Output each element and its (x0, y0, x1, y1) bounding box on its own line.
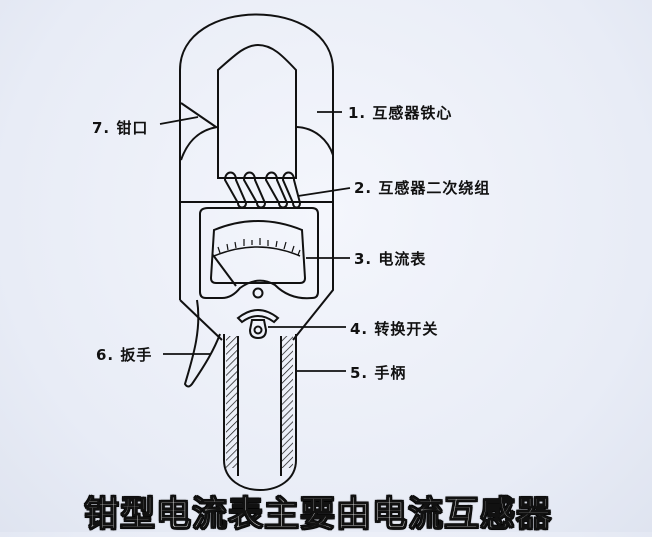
label-trigger: 6. 扳手 (96, 346, 153, 364)
grip-left (226, 336, 238, 468)
subtitle-caption: 钳型电流表主要由电流互感器 (83, 494, 553, 535)
secondary-winding (223, 171, 302, 209)
label-jaw: 7. 钳口 (92, 119, 149, 137)
jaw-opening (217, 43, 297, 179)
switch-arc (236, 309, 280, 324)
label-core: 1. 互感器铁心 (348, 104, 453, 122)
switch-knob (248, 319, 268, 340)
label-switch: 4. 转换开关 (350, 320, 439, 338)
jaw-split (180, 102, 334, 161)
meter-needle (212, 254, 237, 287)
label-winding: 2. 互感器二次绕组 (354, 179, 491, 197)
meter-window (209, 220, 307, 284)
pivot-circle (252, 287, 264, 299)
trigger-lever (183, 299, 221, 388)
handle (223, 334, 297, 491)
leader-lines (159, 111, 351, 372)
outer-body (179, 13, 334, 341)
meter-scale (213, 246, 301, 257)
meter-housing (199, 207, 319, 300)
grip-right (281, 336, 293, 468)
label-ammeter: 3. 电流表 (354, 250, 427, 268)
scale-ticks (217, 238, 301, 256)
label-handle: 5. 手柄 (350, 364, 407, 382)
